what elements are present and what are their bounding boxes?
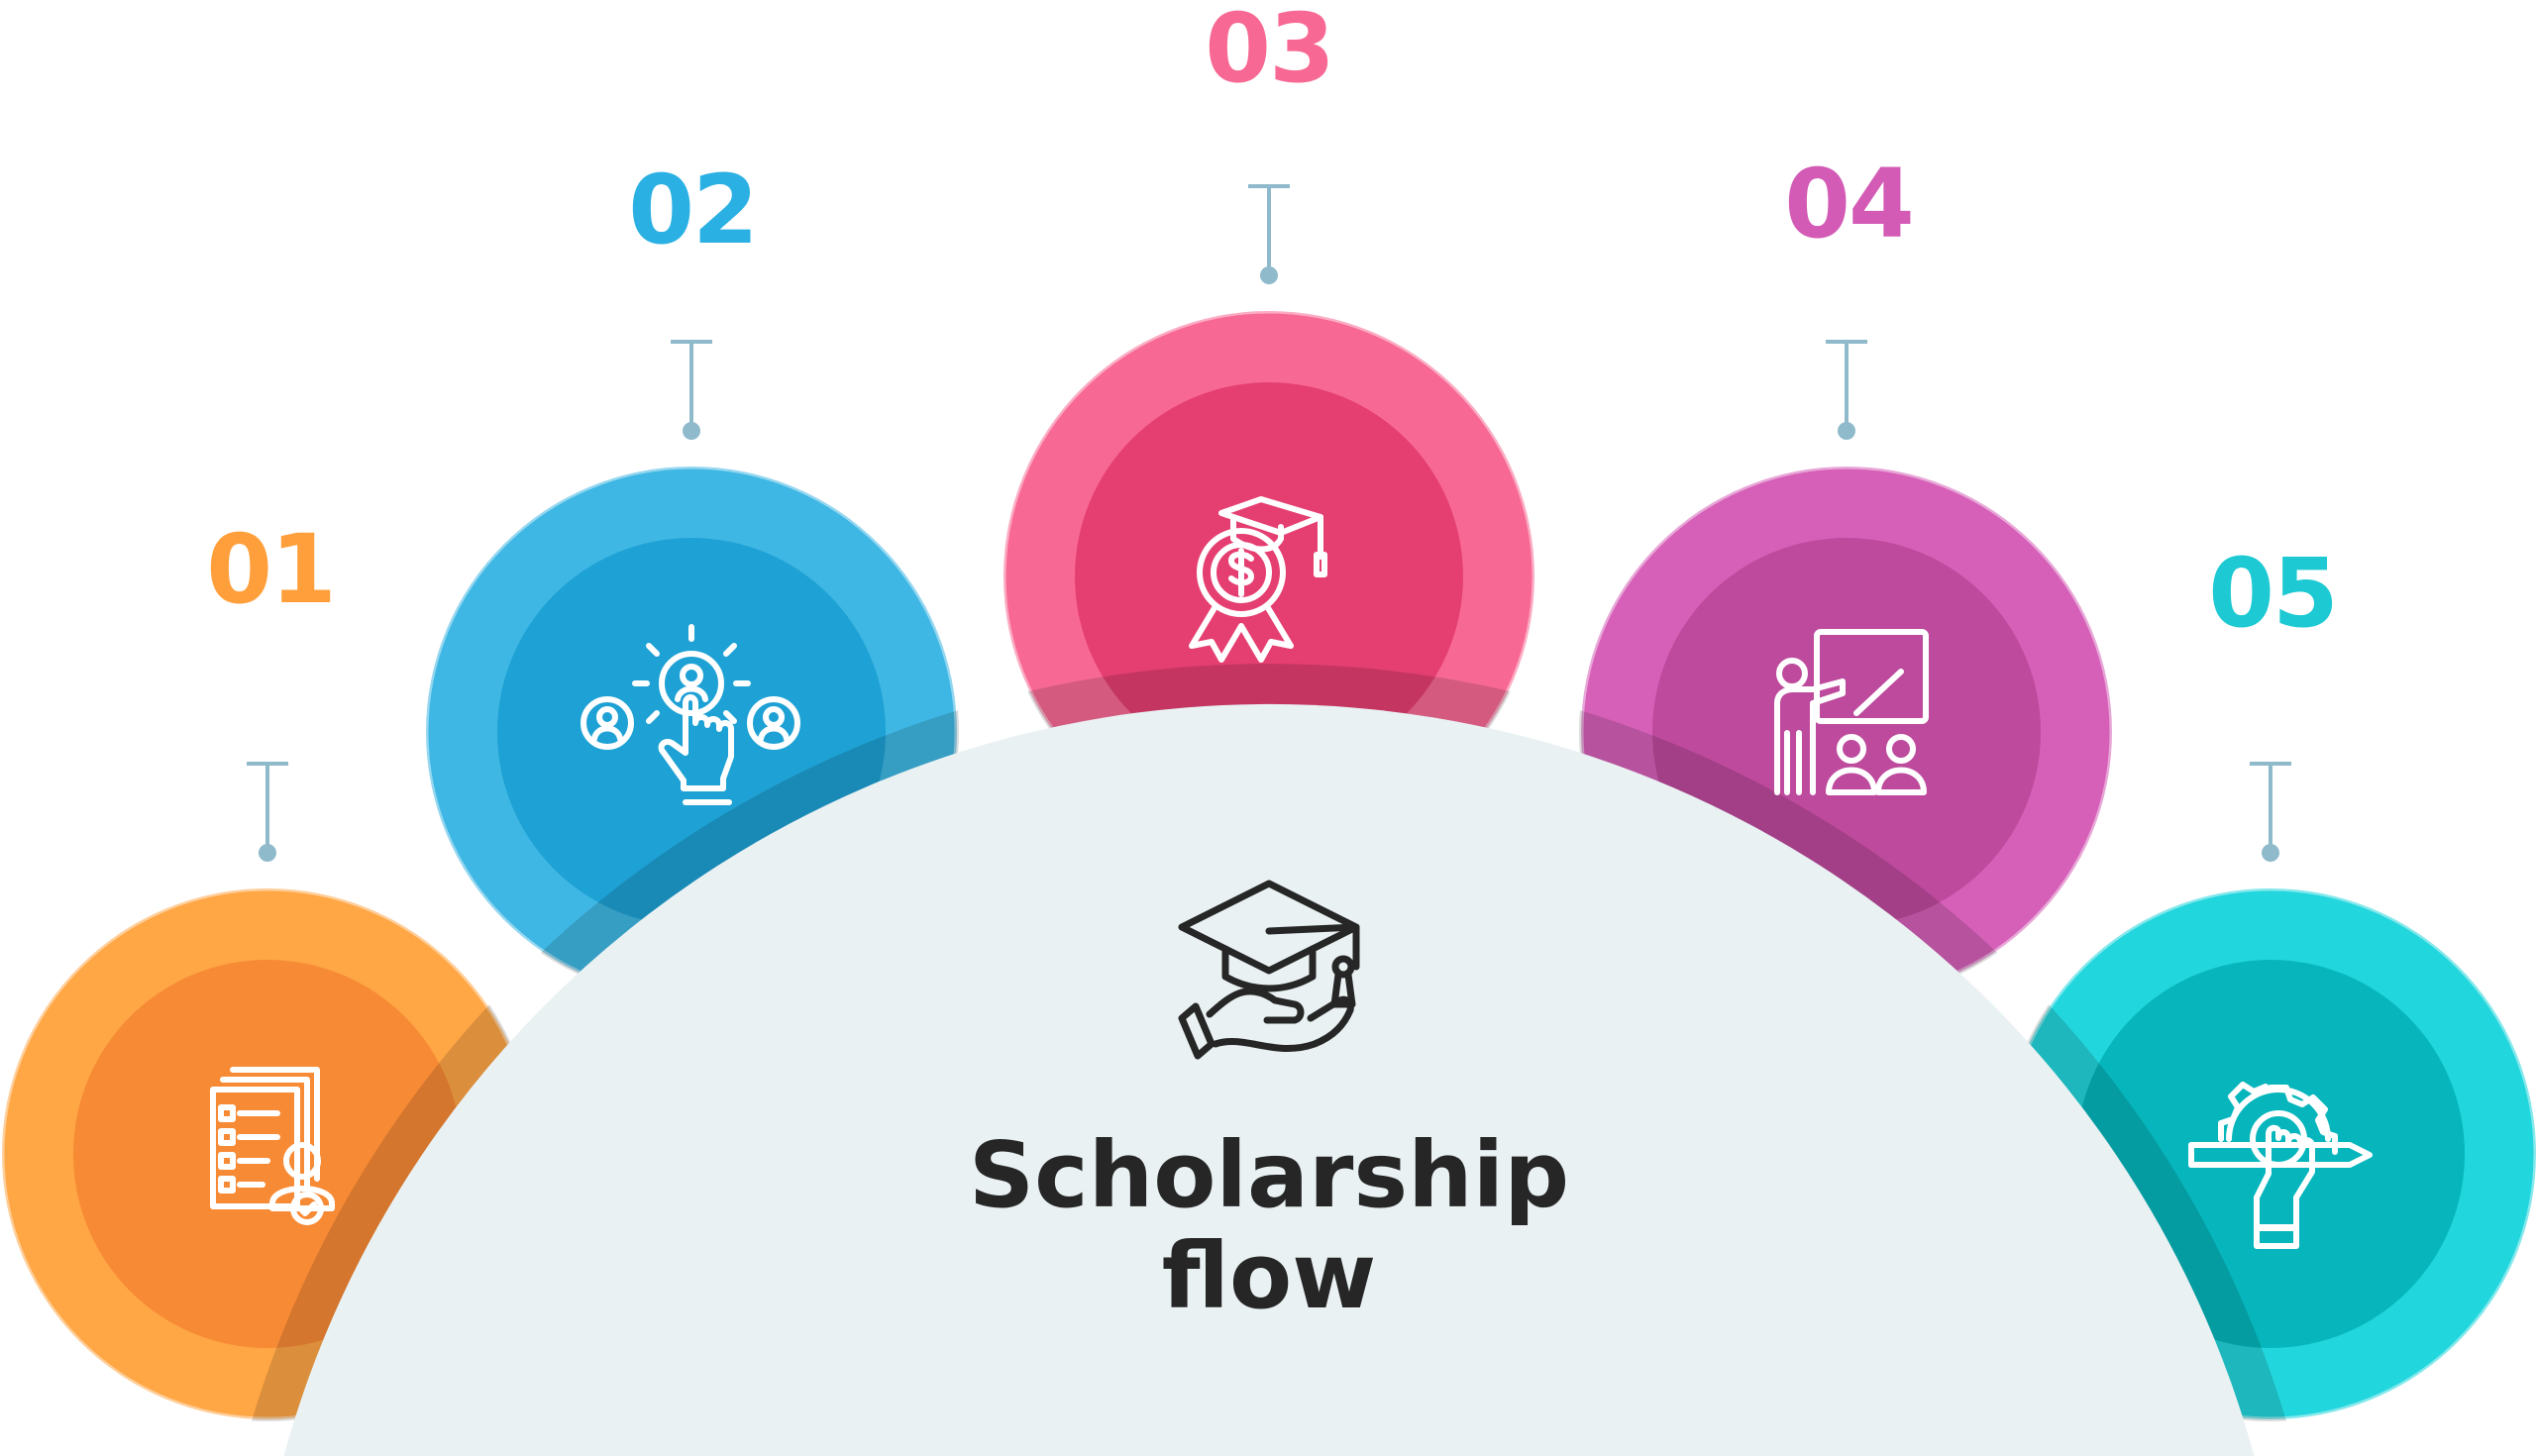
step-number-05: 05 [2208,538,2337,649]
connector-04 [1826,340,1867,440]
diagram-title-line2: flow [1162,1223,1376,1329]
connector-03 [1248,184,1290,284]
connector-05 [2250,762,2291,862]
select-candidate-hand-icon [581,624,800,805]
scholarship-award-badge-icon [1189,496,1327,663]
connector-02 [671,340,712,440]
step-number-02: 02 [628,155,757,265]
graduation-cap-hand-icon [1178,880,1360,1060]
step-number-01: 01 [206,514,335,625]
gear-hand-pencil-icon [2188,1082,2373,1249]
connector-01 [247,762,288,862]
step-number-04: 04 [1784,149,1913,260]
central-hub [283,703,2255,1456]
application-form-checklist-icon [210,1067,335,1225]
diagram-title-line1: Scholarship [969,1122,1569,1228]
teacher-presentation-icon [1774,629,1929,795]
step-number-03: 03 [1205,0,1333,104]
